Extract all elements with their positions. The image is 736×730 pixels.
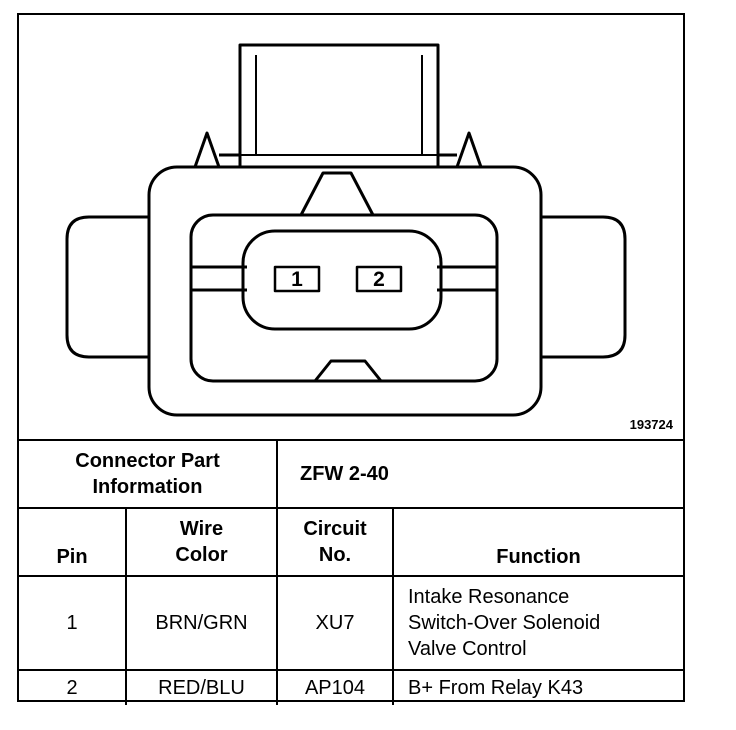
left-ear — [65, 215, 149, 359]
connector-cavity — [189, 213, 499, 383]
header-row: Pin Wire Color Circuit No. Function — [19, 507, 683, 577]
function-line: Valve Control — [408, 638, 527, 660]
table-row: 2 RED/BLU AP104 B+ From Relay K43 — [19, 669, 683, 705]
part-info-label: Connector Part Information — [19, 439, 278, 509]
wire-color-cell: BRN/GRN — [125, 575, 278, 671]
pin-cell: 1 — [19, 575, 127, 671]
wire-color-cell: RED/BLU — [125, 669, 278, 705]
header-pin: Pin — [19, 507, 127, 577]
left-spike — [193, 131, 221, 169]
pin-housing — [241, 229, 443, 331]
function-cell: Intake Resonance Switch-Over Solenoid Va… — [392, 575, 683, 671]
connector-top-latch — [238, 43, 440, 169]
circuit-cell: XU7 — [276, 575, 394, 671]
figure-id: 193724 — [629, 417, 673, 432]
connector-face-drawing: 1 2 — [65, 43, 627, 417]
function-line: Switch-Over Solenoid — [408, 612, 601, 634]
part-info-row: Connector Part Information ZFW 2-40 — [19, 439, 683, 509]
table-row: 1 BRN/GRN XU7 Intake Resonance Switch-Ov… — [19, 575, 683, 671]
pinout-table: Connector Part Information ZFW 2-40 Pin … — [19, 439, 683, 705]
pin-cell: 2 — [19, 669, 127, 705]
connector-body — [147, 165, 543, 417]
function-cell: B+ From Relay K43 — [392, 669, 683, 705]
pin-1-label: 1 — [291, 268, 303, 291]
top-key-notch — [299, 171, 375, 217]
bottom-key-notch — [313, 359, 383, 383]
pin-1-box — [273, 265, 321, 293]
part-info-value: ZFW 2-40 — [276, 439, 683, 509]
right-ear — [541, 215, 627, 359]
pin-2-label: 2 — [373, 268, 385, 291]
header-function: Function — [392, 507, 683, 577]
pin-2-box — [355, 265, 403, 293]
header-wire-color: Wire Color — [125, 507, 278, 577]
circuit-cell: AP104 — [276, 669, 394, 705]
function-line: Intake Resonance — [408, 586, 570, 608]
right-spike — [455, 131, 483, 169]
function-line: B+ From Relay K43 — [408, 677, 584, 699]
header-circuit: Circuit No. — [276, 507, 394, 577]
diagram-frame: 1 2 193724 Connector Part Information ZF… — [17, 13, 685, 705]
